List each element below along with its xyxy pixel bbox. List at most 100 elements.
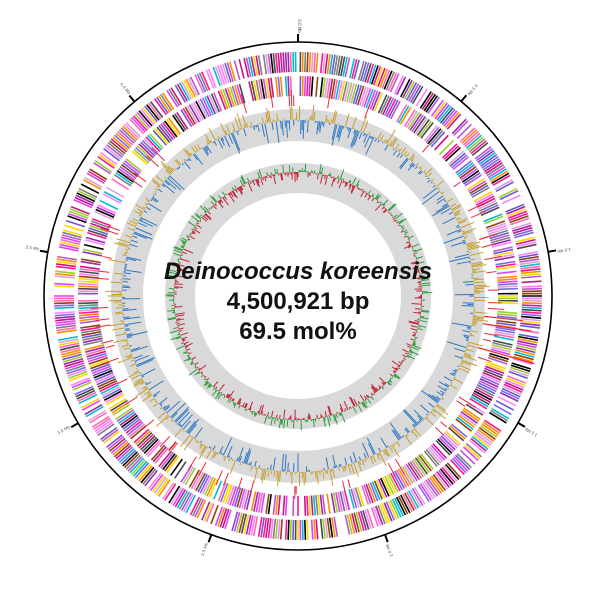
- gene-feature: [473, 434, 490, 448]
- gene-feature: [131, 150, 148, 166]
- gc-content-bar: [265, 112, 269, 123]
- gene-feature: [375, 66, 384, 87]
- gc-content-bar: [411, 159, 414, 163]
- gc-content-bar: [115, 333, 127, 337]
- gc-content-bar: [371, 136, 374, 140]
- gene-feature: [419, 483, 432, 501]
- gene-feature: [445, 146, 461, 162]
- gc-content-bar: [131, 374, 141, 380]
- gene-feature: [265, 78, 270, 99]
- gene-feature: [277, 52, 281, 73]
- gc-content-bar: [236, 130, 239, 136]
- gc-content-bar: [209, 139, 213, 143]
- gene-feature: [85, 348, 106, 356]
- rna-feature: [421, 144, 429, 153]
- gene-feature: [238, 58, 245, 79]
- gc-content-bar: [114, 272, 124, 275]
- gc-skew-bar: [187, 352, 190, 354]
- gene-feature: [214, 506, 224, 526]
- gene-feature: [103, 390, 123, 401]
- gc-content-bar: [445, 391, 447, 394]
- gc-skew-bar: [280, 173, 283, 181]
- gc-skew-bar: [233, 403, 237, 409]
- gc-skew-bar: [216, 391, 220, 395]
- gene-feature: [118, 448, 135, 463]
- gene-feature: [206, 95, 217, 115]
- gene-feature: [215, 481, 225, 501]
- gc-skew-bar: [283, 409, 286, 420]
- gene-feature: [397, 495, 409, 515]
- gc-skew-bar: [381, 381, 385, 386]
- gene-feature: [267, 53, 272, 74]
- gc-skew-bar: [247, 182, 253, 192]
- gc-skew-bar: [180, 342, 184, 345]
- gc-content-bar: [109, 323, 125, 327]
- gene-feature: [474, 432, 492, 446]
- gene-feature: [87, 352, 107, 361]
- gc-content-bar: [449, 256, 470, 263]
- gene-feature: [78, 282, 99, 286]
- gc-skew-bar: [399, 364, 401, 366]
- gene-feature: [132, 115, 148, 132]
- gc-content-bar: [166, 400, 181, 414]
- gene-feature: [125, 158, 143, 172]
- gene-feature: [65, 219, 86, 228]
- rna-feature: [470, 210, 487, 219]
- gc-content-bar: [134, 361, 137, 364]
- gc-content-bar: [399, 157, 408, 169]
- gc-content-bar: [464, 352, 472, 356]
- gc-content-bar: [461, 304, 474, 307]
- gc-skew-bar: [251, 180, 254, 183]
- gene-feature: [436, 471, 450, 488]
- gc-content-bar: [143, 210, 148, 214]
- gene-feature: [432, 474, 447, 491]
- gene-feature: [76, 192, 96, 203]
- gene-feature: [351, 58, 358, 79]
- gc-skew-bar: [244, 403, 248, 409]
- gc-content-bar: [431, 178, 435, 182]
- gene-feature: [501, 194, 521, 205]
- gc-skew-bar: [420, 316, 429, 320]
- gc-content-bar: [265, 120, 267, 123]
- gc-content-bar: [248, 462, 251, 466]
- gc-skew-bar: [356, 187, 359, 189]
- gene-feature: [111, 178, 130, 191]
- gene-feature: [176, 111, 189, 130]
- gene-feature: [270, 494, 275, 515]
- gc-content-bar: [121, 344, 130, 348]
- gc-skew-bar: [234, 188, 238, 193]
- gc-content-bar: [177, 411, 190, 425]
- gc-skew-bar: [203, 378, 206, 381]
- gene-feature: [277, 519, 281, 540]
- gc-content-bar: [200, 445, 206, 454]
- gene-feature: [521, 302, 542, 305]
- gene-feature: [356, 486, 365, 507]
- gene-feature: [407, 462, 420, 481]
- gc-content-bar: [254, 460, 257, 467]
- gc-content-bar: [435, 180, 444, 188]
- gene-feature: [321, 77, 326, 98]
- gc-skew-bar: [220, 391, 223, 394]
- gene-feature: [178, 82, 190, 101]
- gc-skew-bar: [410, 338, 415, 341]
- gc-content-bar: [243, 124, 246, 129]
- gc-content-bar: [176, 168, 178, 170]
- gene-feature: [188, 469, 200, 488]
- gc-content-bar: [435, 395, 441, 400]
- gc-skew-bar: [396, 221, 399, 224]
- gc-content-bar: [454, 213, 461, 217]
- gc-skew-bar: [179, 329, 183, 332]
- gc-skew-bar: [416, 256, 423, 260]
- gc-content-bar: [392, 443, 395, 447]
- gene-feature: [492, 339, 513, 346]
- gc-skew-bar: [282, 165, 285, 173]
- gene-feature: [373, 92, 383, 112]
- gene-feature: [333, 55, 339, 76]
- gene-feature: [231, 511, 239, 532]
- gene-feature: [117, 130, 134, 146]
- rna-feature: [151, 147, 165, 162]
- gene-feature: [483, 213, 503, 223]
- gc-skew-bar: [193, 228, 201, 234]
- gc-content-bar: [336, 124, 341, 138]
- gene-feature: [315, 52, 319, 73]
